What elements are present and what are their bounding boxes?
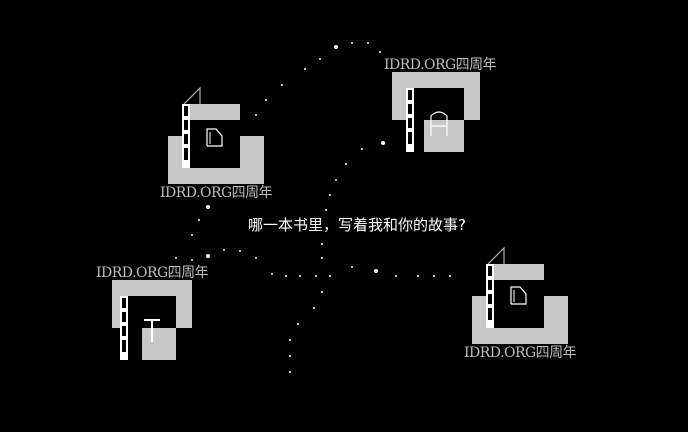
path-dot	[321, 257, 323, 259]
path-dot	[315, 275, 317, 277]
room-top-left-building	[168, 86, 264, 184]
path-dot	[379, 51, 381, 53]
path-dot	[198, 219, 200, 221]
room-bottom-left-building	[112, 279, 192, 360]
room-top-right-label: IDRD.ORG四周年	[384, 57, 497, 73]
path-dot	[289, 355, 291, 357]
path-dot	[206, 205, 210, 209]
room-top-left-label: IDRD.ORG四周年	[160, 185, 273, 201]
path-dot	[289, 371, 291, 373]
path-dot	[206, 254, 210, 258]
question-text: 哪一本书里，写着我和你的故事?	[248, 216, 466, 234]
path-dot	[449, 275, 451, 277]
path-dot	[351, 266, 353, 268]
room-top-left[interactable]	[166, 86, 276, 186]
path-dot	[299, 275, 301, 277]
path-dot	[329, 275, 331, 277]
room-bottom-left[interactable]	[110, 278, 220, 378]
path-dot	[374, 269, 378, 273]
path-dot	[345, 163, 347, 165]
path-dot	[321, 243, 323, 245]
path-dot	[255, 114, 257, 116]
path-dot	[313, 307, 315, 309]
bookshelf-icon	[206, 128, 223, 147]
path-dot	[319, 58, 321, 60]
path-dot	[265, 99, 267, 101]
path-dot	[381, 141, 385, 145]
path-dot	[175, 257, 177, 259]
table-icon	[144, 319, 160, 342]
path-dot	[417, 275, 419, 277]
path-dot	[239, 250, 241, 252]
path-dot	[304, 68, 306, 70]
path-dot	[325, 209, 327, 211]
path-dot	[334, 45, 338, 49]
path-dot	[321, 291, 323, 293]
path-dot	[395, 275, 397, 277]
path-dot	[433, 275, 435, 277]
room-bottom-right[interactable]	[470, 246, 580, 346]
path-dot	[335, 179, 337, 181]
path-dot	[271, 273, 273, 275]
path-dot	[255, 257, 257, 259]
path-dot	[361, 148, 363, 150]
room-bottom-left-label: IDRD.ORG四周年	[96, 265, 209, 281]
path-dot	[191, 259, 193, 261]
path-dot	[191, 234, 193, 236]
path-dot	[351, 42, 353, 44]
room-top-right[interactable]	[390, 70, 500, 170]
path-dot	[281, 84, 283, 86]
path-dot	[289, 339, 291, 341]
path-dot	[329, 194, 331, 196]
path-dot	[367, 42, 369, 44]
path-dot	[285, 275, 287, 277]
room-bottom-right-building	[472, 246, 568, 344]
bookshelf-icon	[510, 286, 527, 305]
path-dot	[223, 249, 225, 251]
arch-icon	[430, 111, 448, 136]
path-dot	[297, 323, 299, 325]
room-bottom-right-label: IDRD.ORG四周年	[464, 345, 577, 361]
room-top-right-building	[392, 71, 480, 152]
